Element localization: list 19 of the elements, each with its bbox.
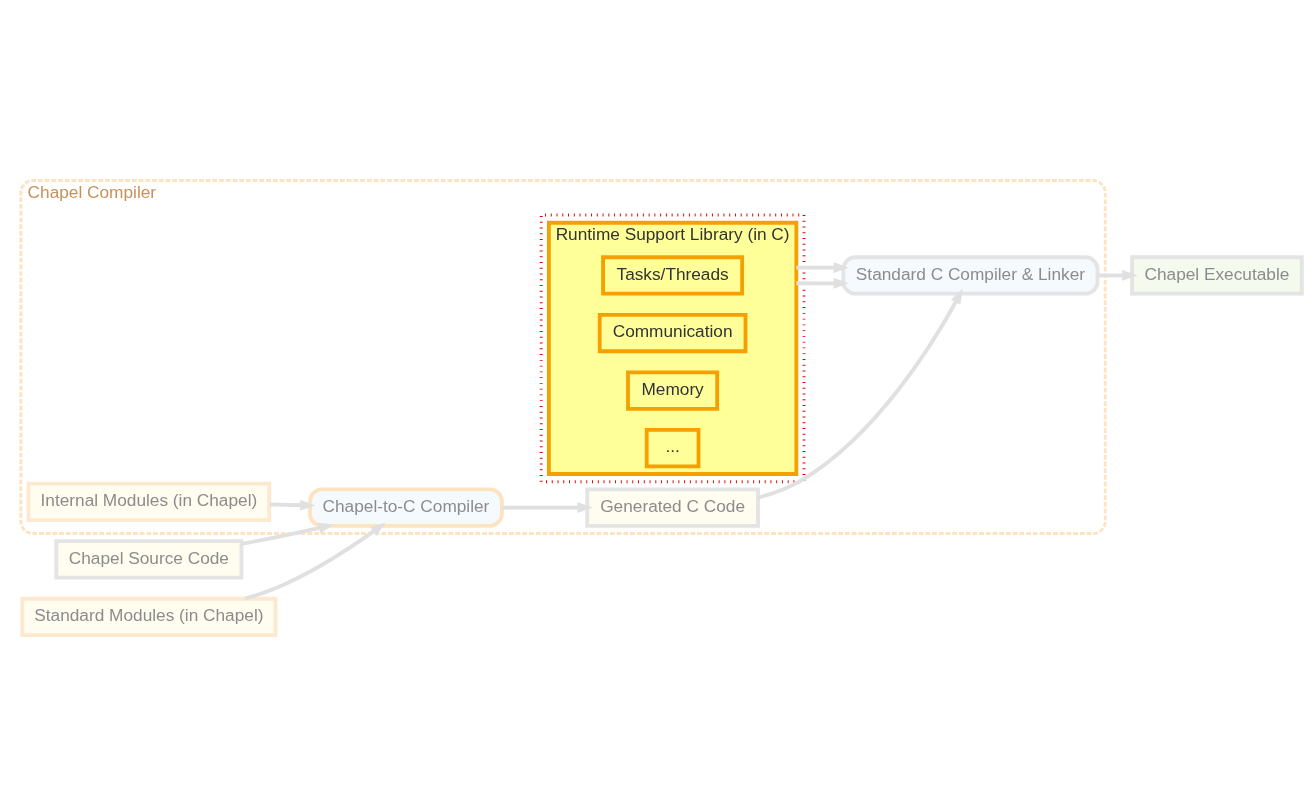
arrow [757, 288, 963, 500]
arrow [502, 502, 593, 513]
node-box: ... [644, 427, 701, 469]
arrow [1097, 270, 1138, 281]
arrow [241, 522, 335, 546]
arrow [796, 262, 849, 273]
node-box: Chapel Executable [1130, 255, 1304, 296]
node-box: Communication [597, 312, 748, 354]
node-box: Chapel Source Code [54, 539, 244, 580]
arrow [796, 277, 849, 289]
node-box: Generated C Code [585, 487, 760, 528]
arrow [269, 499, 316, 511]
node-box: Memory [626, 370, 720, 411]
node-box: Standard C Compiler & Linker [841, 255, 1100, 296]
node-box: Internal Modules (in Chapel) [26, 481, 272, 522]
node-box: Standard Modules (in Chapel) [20, 596, 278, 638]
node-box: Chapel-to-C Compiler [308, 487, 504, 528]
node-box: Tasks/Threads [601, 255, 745, 296]
arrow [244, 522, 386, 601]
